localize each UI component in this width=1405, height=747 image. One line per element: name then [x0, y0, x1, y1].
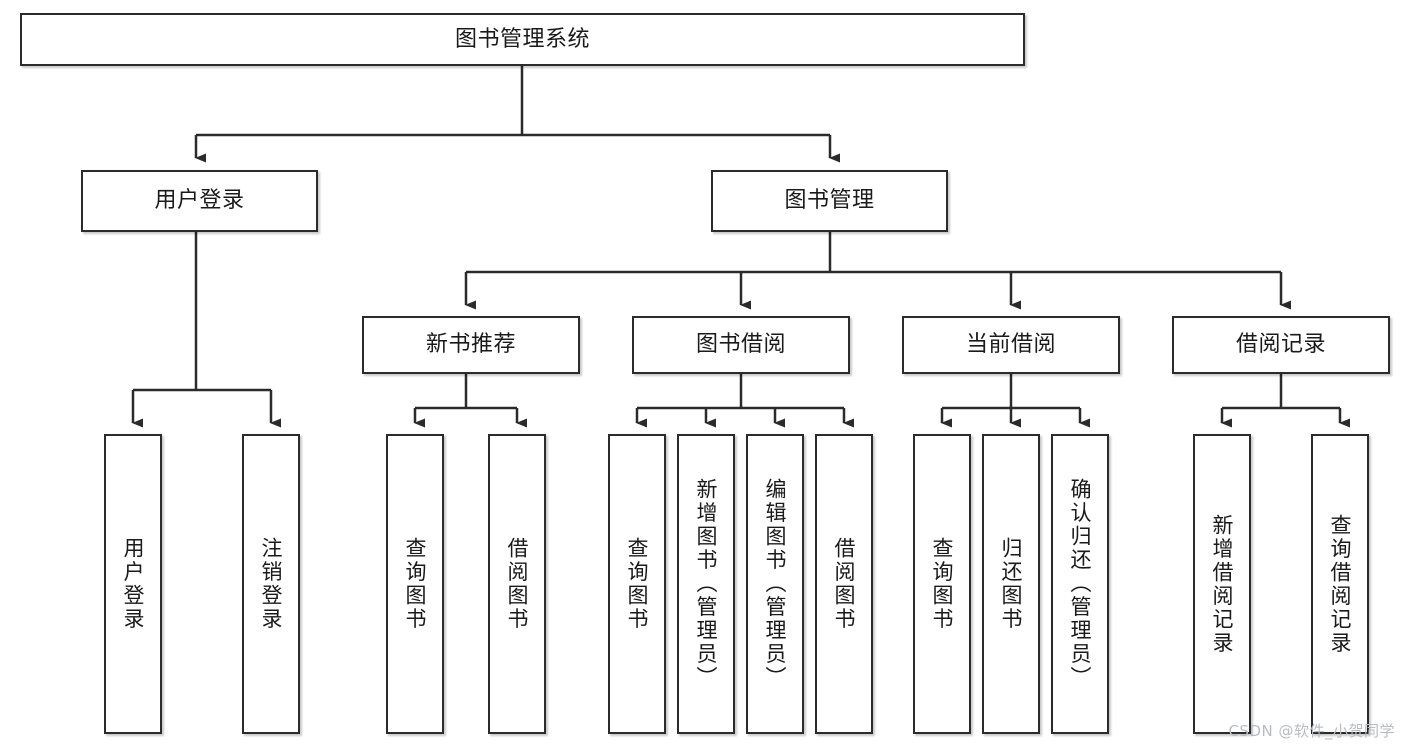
leaf-node-query-book-2[interactable]: 查询图书 — [608, 434, 666, 734]
node-label: 图书借阅 — [695, 332, 786, 358]
node-label: 查询图书 — [403, 537, 428, 631]
node-user-login[interactable]: 用户登录 — [81, 170, 318, 232]
node-label: 当前借阅 — [965, 332, 1056, 358]
node-label: 新增借阅记录 — [1210, 513, 1235, 655]
node-label: 用户登录 — [154, 188, 245, 214]
node-label: 编辑图书（管理员） — [763, 478, 788, 690]
node-label: 确认归还（管理员） — [1068, 478, 1093, 690]
node-label: 借阅图书 — [505, 537, 530, 631]
leaf-node-return-book[interactable]: 归还图书 — [982, 434, 1040, 734]
node-book-borrow[interactable]: 图书借阅 — [632, 316, 850, 374]
node-label: 归还图书 — [999, 537, 1024, 631]
node-label: 新书推荐 — [425, 332, 516, 358]
node-borrow-record[interactable]: 借阅记录 — [1172, 316, 1390, 374]
leaf-node-query-book-3[interactable]: 查询图书 — [913, 434, 971, 734]
leaf-node-borrow-book-2[interactable]: 借阅图书 — [815, 434, 873, 734]
node-label: 图书管理 — [784, 188, 875, 214]
leaf-node-user-login[interactable]: 用户登录 — [104, 434, 162, 734]
leaf-node-query-book-1[interactable]: 查询图书 — [386, 434, 444, 734]
node-label: 查询图书 — [930, 537, 955, 631]
leaf-node-logout[interactable]: 注销登录 — [242, 434, 300, 734]
node-label: 借阅记录 — [1235, 332, 1326, 358]
node-label: 图书管理系统 — [454, 26, 590, 52]
leaf-node-confirm-return-admin[interactable]: 确认归还（管理员） — [1051, 434, 1109, 734]
leaf-node-query-borrow-record[interactable]: 查询借阅记录 — [1311, 434, 1369, 734]
leaf-node-edit-book-admin[interactable]: 编辑图书（管理员） — [746, 434, 804, 734]
node-current-borrow[interactable]: 当前借阅 — [902, 316, 1120, 374]
node-label: 新增图书（管理员） — [694, 478, 719, 690]
node-label: 用户登录 — [121, 537, 146, 631]
leaf-node-borrow-book-1[interactable]: 借阅图书 — [488, 434, 546, 734]
node-new-book-recommendation[interactable]: 新书推荐 — [362, 316, 580, 374]
node-label: 查询图书 — [625, 537, 650, 631]
node-root-book-management-system[interactable]: 图书管理系统 — [20, 13, 1025, 66]
node-label: 注销登录 — [259, 537, 284, 631]
node-label: 借阅图书 — [832, 537, 857, 631]
node-label: 查询借阅记录 — [1328, 513, 1353, 655]
node-book-management[interactable]: 图书管理 — [711, 170, 948, 232]
leaf-node-add-book-admin[interactable]: 新增图书（管理员） — [677, 434, 735, 734]
leaf-node-add-borrow-record[interactable]: 新增借阅记录 — [1193, 434, 1251, 734]
csdn-watermark: CSDN @软件_小贺同学 — [1228, 722, 1395, 740]
